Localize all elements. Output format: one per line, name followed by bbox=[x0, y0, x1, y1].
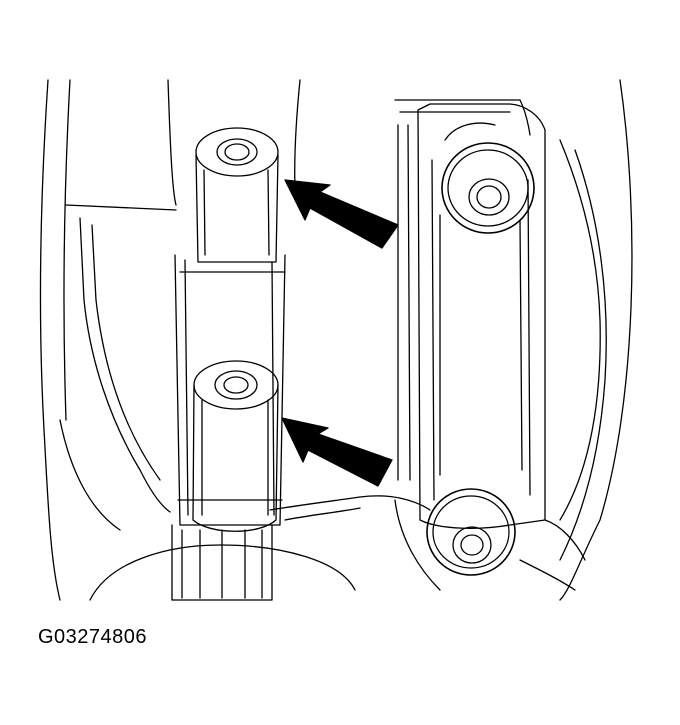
figure-id-label: G03274806 bbox=[38, 626, 148, 648]
upper-bushing bbox=[195, 127, 279, 263]
housing-outline bbox=[39, 79, 633, 601]
bushing-illustration bbox=[39, 79, 633, 601]
upper-arrow bbox=[284, 179, 399, 249]
upper-arrow-callout bbox=[284, 179, 399, 249]
left-bracket bbox=[171, 254, 286, 601]
lower-arrow bbox=[281, 417, 393, 487]
right-mount-arm bbox=[397, 103, 546, 529]
lower-arrow-callout bbox=[281, 417, 393, 487]
right-upper-bushing bbox=[441, 122, 535, 234]
right-lower-bushing bbox=[426, 488, 516, 576]
lower-bushing bbox=[192, 360, 279, 532]
